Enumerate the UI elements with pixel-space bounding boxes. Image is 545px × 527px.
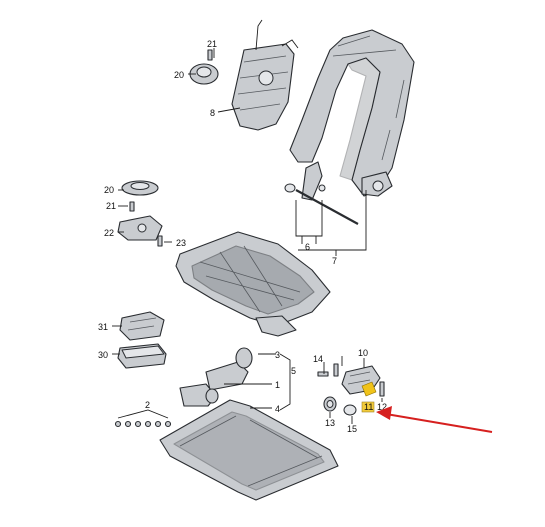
backrest-frame [289,29,415,197]
seat-rail [159,399,339,501]
callout-30: 30 [98,350,108,360]
washer-part-15 [343,404,357,416]
bushing-part-13 [323,396,337,412]
callout-10: 10 [358,348,368,358]
screw-set [114,420,172,428]
callout-11-highlight-text: 11 [364,402,373,412]
callout-20-lower: 20 [104,185,114,195]
callout-11-highlight [361,401,375,413]
control-module [117,343,167,369]
bolt-part-14 [317,363,339,377]
callout-8: 8 [210,108,215,118]
backrest-panel [231,19,299,131]
callout-21-lower: 21 [106,201,116,211]
callout-13: 13 [325,418,335,428]
leader-lines [112,48,383,424]
callout-21-upper: 21 [207,39,217,49]
clip-part-11 [361,381,377,397]
mounting-plate [117,215,163,247]
callout-7: 7 [332,256,337,266]
callout-4: 4 [275,404,280,414]
callout-2: 2 [145,400,150,410]
pin-part-12 [379,381,385,397]
height-motor [205,347,253,391]
motor-unit-lower [121,180,159,212]
callout-6: 6 [305,242,310,252]
callout-14: 14 [313,354,323,364]
callout-23: 23 [176,238,186,248]
callout-3: 3 [275,350,280,360]
callout-31: 31 [98,322,108,332]
rear-bracket [119,311,165,341]
tilt-motor [179,383,219,407]
red-pointer-arrow [376,406,493,433]
seat-pan-frame [175,231,331,337]
callout-5: 5 [291,366,296,376]
callout-20-upper: 20 [174,70,184,80]
motor-unit-upper [189,49,219,85]
callout-12: 12 [377,402,387,412]
callout-1: 1 [275,380,280,390]
callout-22: 22 [104,228,114,238]
adjustment-rod [284,161,359,225]
callout-15: 15 [347,424,357,434]
